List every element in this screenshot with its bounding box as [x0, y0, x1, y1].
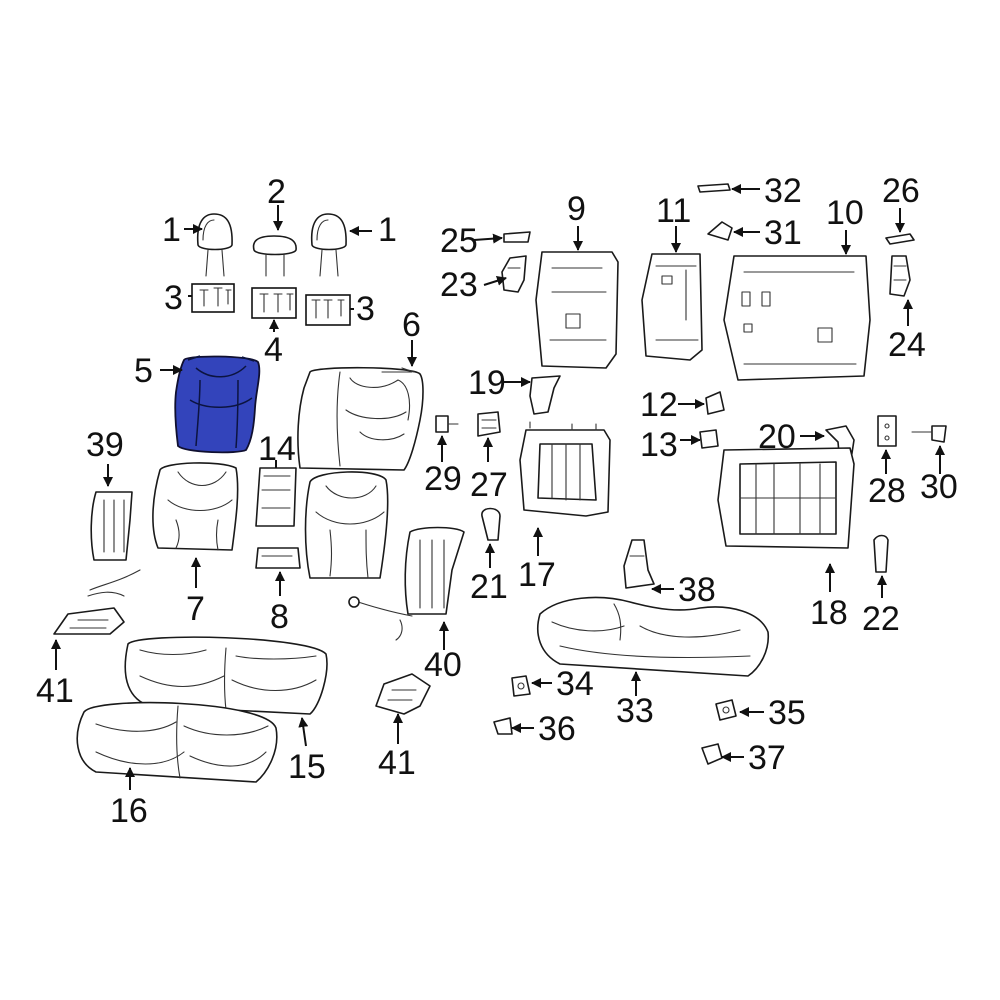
guide-sleeves-left-box[interactable]	[191, 283, 235, 313]
guide-sleeves-center-box[interactable]	[251, 287, 297, 319]
seat-back-panel-center[interactable]	[535, 251, 619, 369]
callout-5[interactable]: 5	[134, 352, 153, 390]
callout-12[interactable]: 12	[640, 386, 678, 424]
callout-31[interactable]: 31	[764, 214, 802, 252]
bracket-23[interactable]	[501, 255, 527, 293]
callout-33[interactable]: 33	[616, 692, 654, 730]
callout-23[interactable]: 23	[440, 266, 478, 304]
callout-27[interactable]: 27	[470, 466, 508, 504]
callout-41-right[interactable]: 41	[378, 744, 416, 782]
latch-29[interactable]	[435, 415, 459, 433]
callout-19[interactable]: 19	[468, 364, 506, 402]
callout-26[interactable]: 26	[882, 172, 920, 210]
callout-37[interactable]: 37	[748, 739, 786, 777]
callout-13[interactable]: 13	[640, 426, 678, 464]
back-panel-center[interactable]	[255, 467, 297, 527]
callout-11[interactable]: 11	[656, 192, 691, 230]
callout-1-left[interactable]: 1	[162, 211, 181, 249]
seat-back-assembly[interactable]	[297, 366, 424, 471]
cap-35[interactable]	[715, 699, 737, 721]
callout-30[interactable]: 30	[920, 468, 958, 506]
cap-26[interactable]	[885, 233, 915, 245]
callout-3-right[interactable]: 3	[356, 290, 375, 328]
callout-28[interactable]: 28	[868, 472, 906, 510]
seat-back-cover-left[interactable]	[152, 462, 239, 551]
guide-sleeves-right-box[interactable]	[305, 294, 351, 326]
seat-back-cover-highlighted[interactable]	[174, 355, 261, 454]
headrest-right[interactable]	[310, 213, 347, 277]
callout-18[interactable]: 18	[810, 594, 848, 632]
headrest-left[interactable]	[196, 213, 233, 277]
heater-pad-right[interactable]	[348, 526, 465, 641]
callout-35[interactable]: 35	[768, 694, 806, 732]
callout-14[interactable]: 14	[258, 430, 296, 468]
callout-6[interactable]: 6	[402, 306, 421, 344]
callout-39[interactable]: 39	[86, 426, 124, 464]
trim-22[interactable]	[873, 534, 889, 573]
callout-15[interactable]: 15	[288, 748, 326, 786]
callout-2[interactable]: 2	[267, 173, 286, 211]
trim-strip-32[interactable]	[697, 183, 731, 193]
bracket-right[interactable]	[375, 673, 431, 715]
cover-37[interactable]	[701, 743, 723, 765]
callout-22[interactable]: 22	[862, 600, 900, 638]
escutcheon-31[interactable]	[707, 221, 733, 241]
callout-9[interactable]: 9	[567, 190, 586, 228]
bracket-12[interactable]	[705, 391, 725, 415]
callout-25[interactable]: 25	[440, 222, 478, 260]
callout-8[interactable]: 8	[270, 598, 289, 636]
leader-lines	[51, 184, 945, 790]
seat-back-panel-narrow[interactable]	[641, 253, 703, 361]
seat-back-frame-left[interactable]	[519, 421, 611, 517]
callout-1-right[interactable]: 1	[378, 211, 397, 249]
callout-34[interactable]: 34	[556, 665, 594, 703]
callout-41-left[interactable]: 41	[36, 672, 74, 710]
callout-labels: 1 2 1 3 4 3 5 6 14 7 8 39 40 41 41 15 16…	[36, 172, 958, 830]
callout-38[interactable]: 38	[678, 571, 716, 609]
callout-24[interactable]: 24	[888, 326, 926, 364]
bracket-19[interactable]	[529, 375, 561, 415]
callout-17[interactable]: 17	[518, 556, 556, 594]
cap-34[interactable]	[511, 675, 531, 697]
bracket-27[interactable]	[477, 411, 501, 437]
seat-cushion-frame[interactable]	[537, 596, 770, 677]
callout-7[interactable]: 7	[186, 590, 205, 628]
trim-cap-25[interactable]	[503, 231, 531, 243]
callout-21[interactable]: 21	[470, 568, 508, 606]
bushing-13[interactable]	[699, 429, 719, 449]
headrest-center[interactable]	[252, 235, 297, 277]
bracket-left[interactable]	[53, 607, 125, 635]
armrest-bracket[interactable]	[255, 547, 301, 569]
callout-40[interactable]: 40	[424, 646, 462, 684]
callout-16[interactable]: 16	[110, 792, 148, 830]
cover-36[interactable]	[493, 717, 513, 735]
seat-back-frame-right[interactable]	[717, 447, 855, 549]
callout-32[interactable]: 32	[764, 172, 802, 210]
bracket-38[interactable]	[623, 539, 655, 589]
seat-cushion-cover[interactable]	[124, 636, 328, 715]
heater-pad-left[interactable]	[87, 491, 141, 597]
callout-36[interactable]: 36	[538, 710, 576, 748]
callout-4[interactable]: 4	[264, 331, 283, 369]
callout-20[interactable]: 20	[758, 418, 796, 456]
pin-30[interactable]	[911, 425, 947, 443]
seat-back-panel-large[interactable]	[723, 255, 871, 381]
hinge-24[interactable]	[889, 255, 911, 297]
callout-29[interactable]: 29	[424, 460, 462, 498]
seat-cushion-pad[interactable]	[76, 701, 278, 783]
callout-3-left[interactable]: 3	[164, 279, 183, 317]
seat-back-cover-right[interactable]	[304, 471, 389, 579]
callout-10[interactable]: 10	[826, 194, 864, 232]
hinge-28[interactable]	[877, 415, 897, 447]
hook-21[interactable]	[481, 507, 501, 541]
